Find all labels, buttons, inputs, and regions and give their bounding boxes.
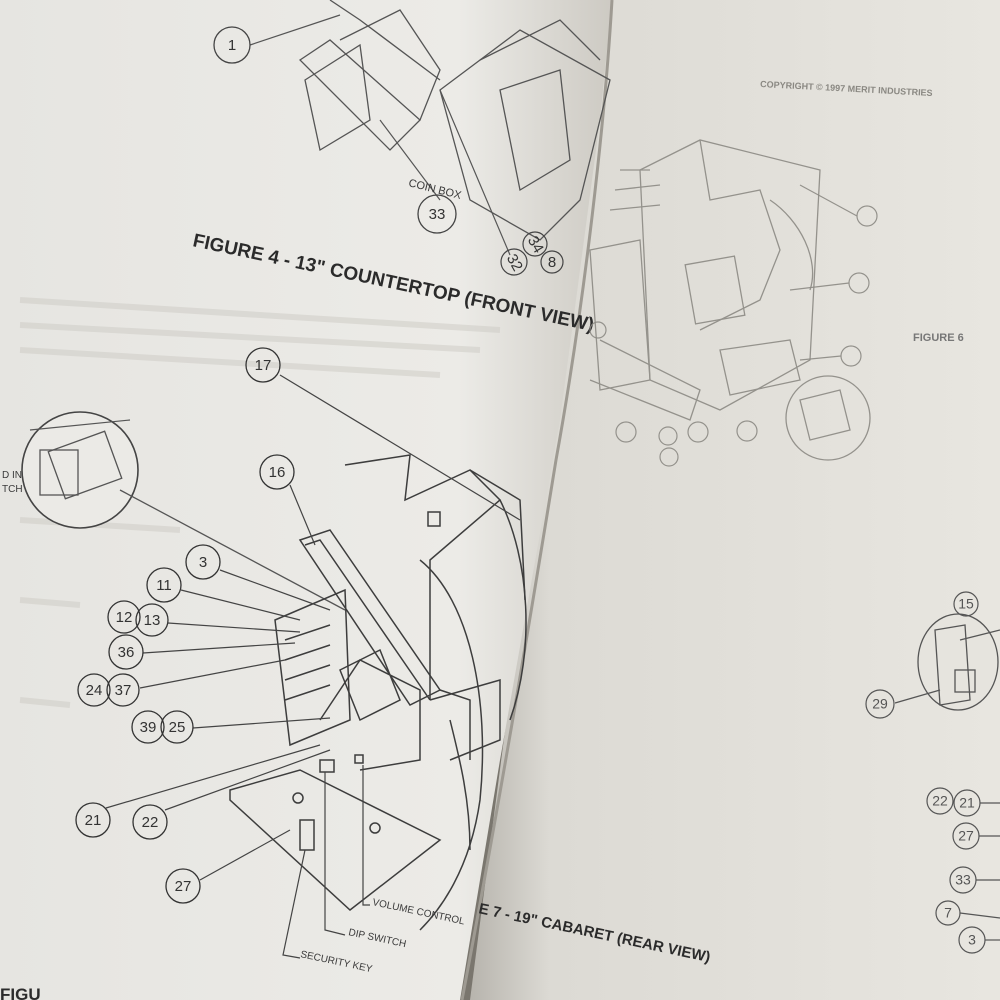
callout-11: 11 [146,567,301,621]
top-callout-1: 1 [213,14,341,64]
callout-27: 27 [165,829,291,904]
svg-text:22: 22 [932,793,948,809]
top-callout-32: 32 [439,89,528,276]
svg-text:33: 33 [955,872,971,888]
right-page [470,0,1000,1000]
right-callouts-upper [589,184,878,467]
top-callout-33: 33 [379,119,457,234]
svg-text:36: 36 [118,644,135,661]
callout-39-25: 39 25 [131,710,331,744]
svg-text:11: 11 [156,577,172,594]
inset-circle [21,411,346,611]
svg-text:24: 24 [86,682,103,699]
right-callout-3: 3 [958,926,1000,954]
svg-text:16: 16 [269,464,286,481]
right-callout-33: 33 [949,866,1000,894]
callout-16: 16 [259,454,316,546]
figure-6-label: FIGURE 6 [913,332,964,344]
callout-17: 17 [245,347,521,521]
cabinet-drawing [229,454,527,931]
top-callout-34: 34 [522,231,548,257]
svg-text:27: 27 [958,828,974,844]
left-page [0,0,612,1000]
partial-label-2: TCH [2,484,23,495]
svg-text:25: 25 [169,719,186,736]
label-leaders [282,765,370,959]
callout-36: 36 [108,634,296,670]
right-callout-29: 29 [865,689,941,719]
right-callout-27: 27 [952,822,1000,850]
top-callout-8: 8 [540,250,564,274]
svg-text:21: 21 [85,812,102,829]
right-callout-15: 15 [953,591,979,617]
top-figure-drawing [298,0,611,241]
right-figure-drawing [589,139,871,461]
svg-text:39: 39 [140,719,157,736]
right-callout-7: 7 [935,900,1000,926]
callout-12-13: 12 13 [107,600,301,637]
svg-text:12: 12 [116,609,133,626]
right-lower-drawing [917,613,1000,711]
svg-text:33: 33 [429,206,446,223]
svg-text:37: 37 [115,682,132,699]
callout-21: 21 [75,744,321,838]
svg-text:15: 15 [958,596,974,612]
svg-text:3: 3 [199,554,207,571]
svg-text:32: 32 [503,251,526,274]
svg-text:29: 29 [872,696,888,712]
svg-text:21: 21 [959,795,975,811]
partial-label-1: D IN [2,470,22,481]
callout-3: 3 [185,544,331,611]
svg-text:17: 17 [255,357,272,374]
page-fold [460,0,614,1000]
svg-text:7: 7 [944,905,952,921]
svg-text:8: 8 [548,254,556,271]
svg-text:34: 34 [524,233,547,256]
callout-22: 22 [132,749,331,840]
svg-text:1: 1 [228,37,236,54]
right-callout-22-21: 22 21 [926,787,1000,817]
callout-24-37: 24 37 [77,659,286,707]
svg-text:27: 27 [175,878,192,895]
svg-text:3: 3 [968,932,976,948]
svg-text:22: 22 [142,814,159,831]
bottom-partial-caption: FIGU [0,985,41,1000]
svg-text:13: 13 [144,612,161,629]
